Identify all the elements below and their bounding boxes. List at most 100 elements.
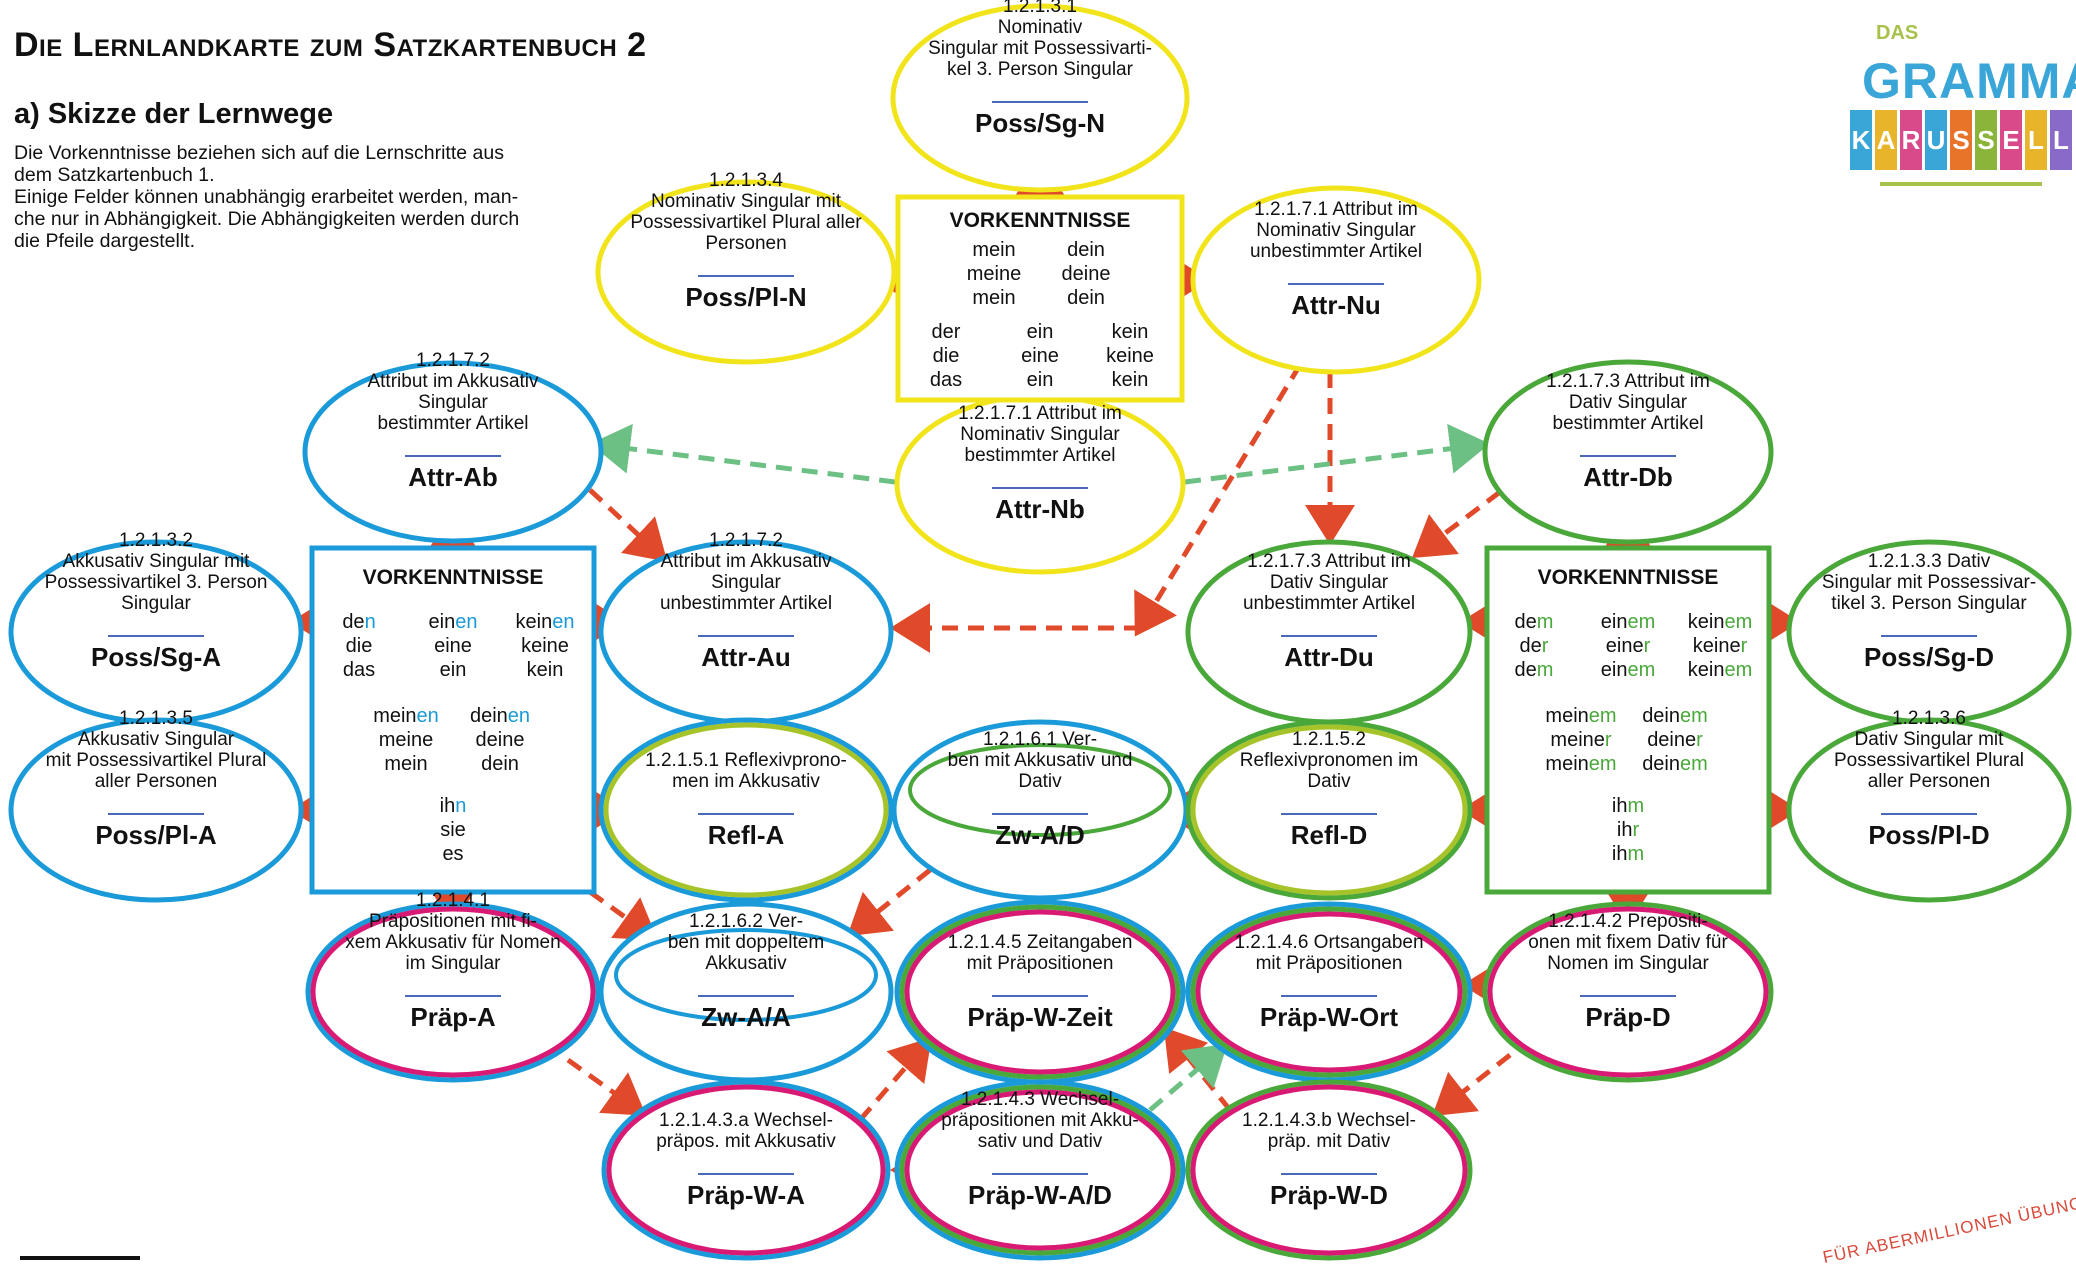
- word-ending: m: [1537, 611, 1554, 633]
- intro-line: che nur in Abhängigkeit. Die Abhängigkei…: [14, 208, 520, 230]
- vk-word: ihm: [1612, 843, 1644, 865]
- node-code-n22: Präp-W-A/D: [968, 1180, 1112, 1210]
- node-line-n7: Singular: [121, 593, 191, 614]
- dependency-arrow: [847, 868, 932, 937]
- intro-line: Einige Felder können unabhängig erarbeit…: [14, 186, 519, 208]
- word-stem: kein: [527, 659, 564, 681]
- vk-word: deinem: [1642, 705, 1708, 727]
- logo-karussell: K A R U S S E L L: [1850, 110, 2072, 170]
- node-line-n1: Nominativ: [998, 17, 1083, 38]
- node-line-n13: Dativ: [1018, 771, 1062, 792]
- node-line-n9: unbestimmter Artikel: [1243, 593, 1415, 614]
- vk-word: keinem: [1688, 611, 1753, 633]
- vk-word: kein: [1112, 369, 1149, 391]
- vk-word: dein: [1067, 287, 1105, 309]
- word-stem: mein: [384, 753, 427, 775]
- word-ending: en: [417, 705, 439, 727]
- vk-word: mein: [972, 287, 1015, 309]
- node-line-n7: Possessivartikel 3. Person: [45, 572, 268, 593]
- dependency-arrow: [858, 1037, 932, 1122]
- vk-word: deiner: [1647, 729, 1703, 751]
- node-line-n16: xem Akkusativ für Nomen: [345, 932, 560, 953]
- node-line-n4: Nominativ Singular: [960, 424, 1120, 445]
- shapes-layer: [8, 3, 2072, 1261]
- vorkenntnisse-box-right: [1484, 545, 1772, 895]
- word-stem: kein: [1688, 611, 1725, 633]
- vk-word: der: [1520, 635, 1549, 657]
- node-line-n9: 1.2.1.7.3 Attribut im: [1247, 551, 1411, 572]
- node-line-n19: mit Präpositionen: [1256, 953, 1403, 974]
- node-line-n8: unbestimmter Artikel: [660, 593, 832, 614]
- node-line-n10: tikel 3. Person Singular: [1831, 593, 2027, 614]
- node-code-n4: Attr-Nb: [995, 494, 1085, 524]
- node-line-n3: 1.2.1.7.1 Attribut im: [1254, 199, 1418, 220]
- node-ellipse-n22-ring: [894, 1079, 1186, 1261]
- node-code-n21: Präp-W-A: [687, 1180, 805, 1210]
- vorkenntnisse-box-top: [895, 194, 1185, 403]
- node-line-n20: 1.2.1.4.2 Prepositi-: [1548, 911, 1707, 932]
- node-line-n3: unbestimmter Artikel: [1250, 241, 1422, 262]
- node-line-n21: 1.2.1.4.3.a Wechsel-: [659, 1110, 833, 1131]
- optional-arrow: [1148, 1043, 1228, 1112]
- inner-ellipse-n13: [908, 743, 1172, 837]
- word-ending: r: [1741, 635, 1748, 657]
- dependency-arrow: [1163, 1027, 1232, 1112]
- node-line-n11: 1.2.1.3.5: [119, 708, 193, 729]
- vk-word: mein: [972, 239, 1015, 261]
- node-line-n21: präpos. mit Akkusativ: [656, 1131, 836, 1152]
- vk-word: keine: [1106, 345, 1154, 367]
- vk-word: meinen: [373, 705, 439, 727]
- vk-word: es: [442, 843, 463, 865]
- word-stem: kein: [1688, 659, 1725, 681]
- node-line-n17: ben mit doppeltem: [668, 932, 824, 953]
- word-stem: sie: [440, 819, 466, 841]
- word-ending: r: [1644, 635, 1651, 657]
- node-code-n14: Refl-D: [1291, 820, 1368, 850]
- logo-letter: L: [2025, 110, 2047, 170]
- node-code-n13: Zw-A/D: [995, 820, 1085, 850]
- node-code-n6: Attr-Db: [1583, 462, 1673, 492]
- vk-word: deine: [476, 729, 525, 751]
- word-stem: dein: [470, 705, 508, 727]
- node-ellipse-n19-ring: [1190, 906, 1468, 1078]
- node-line-n17: 1.2.1.6.2 Ver-: [689, 911, 803, 932]
- node-line-n16: Präpositionen mit fi-: [369, 911, 537, 932]
- word-stem: ih: [1617, 819, 1633, 841]
- node-ellipse-n20-ring: [1487, 906, 1769, 1078]
- word-stem: meine: [1550, 729, 1604, 751]
- word-stem: ih: [440, 795, 456, 817]
- vk-word: keinem: [1688, 659, 1753, 681]
- word-stem: dein: [1642, 705, 1680, 727]
- logo-letter: E: [2000, 110, 2022, 170]
- node-ellipse-n16-ring: [305, 901, 601, 1083]
- word-stem: kein: [516, 611, 553, 633]
- vk-word: den: [342, 611, 375, 633]
- word-ending: r: [1696, 729, 1703, 751]
- footer-mark: [20, 1256, 140, 1260]
- word-ending: em: [1589, 753, 1617, 775]
- vk-word: keiner: [1693, 635, 1748, 657]
- vk-word: deinen: [470, 705, 530, 727]
- logo-letter: A: [1875, 110, 1897, 170]
- node-line-n15: Dativ Singular mit: [1855, 729, 2005, 750]
- node-line-n11: mit Possessivartikel Plural: [46, 750, 267, 771]
- node-line-n18: mit Präpositionen: [967, 953, 1114, 974]
- node-line-n11: Akkusativ Singular: [78, 729, 235, 750]
- node-ellipse-n18-ring: [899, 904, 1181, 1080]
- node-code-n11: Poss/Pl-A: [95, 820, 217, 850]
- node-code-n17: Zw-A/A: [701, 1002, 791, 1032]
- word-stem: deine: [1647, 729, 1696, 751]
- node-code-n10: Poss/Sg-D: [1864, 642, 1994, 672]
- word-stem: de: [1520, 635, 1542, 657]
- node-line-n5: 1.2.1.7.2: [416, 350, 490, 371]
- vk-word: kein: [1112, 321, 1149, 343]
- word-ending: en: [508, 705, 530, 727]
- word-stem: ih: [1612, 843, 1628, 865]
- vk-word: einer: [1606, 635, 1651, 657]
- word-stem: mein: [373, 705, 416, 727]
- node-ellipse-n1-ring: [890, 3, 1190, 193]
- node-code-n7: Poss/Sg-A: [91, 642, 221, 672]
- word-stem: ein: [1601, 659, 1628, 681]
- node-line-n14: Dativ: [1307, 771, 1351, 792]
